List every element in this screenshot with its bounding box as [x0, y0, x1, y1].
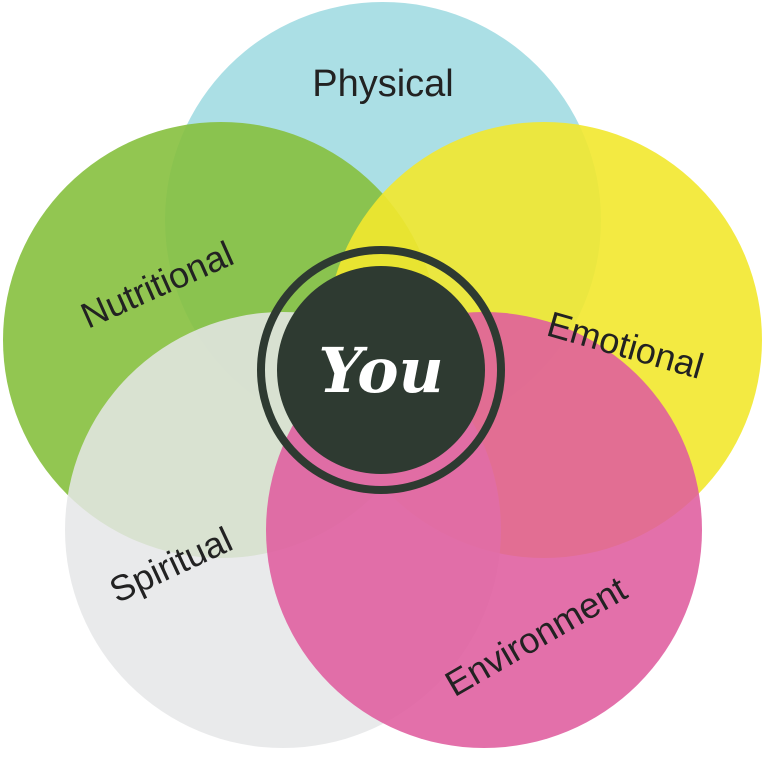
- center-badge: You: [257, 246, 505, 494]
- label-physical: Physical: [312, 63, 454, 105]
- center-label: You: [318, 334, 443, 407]
